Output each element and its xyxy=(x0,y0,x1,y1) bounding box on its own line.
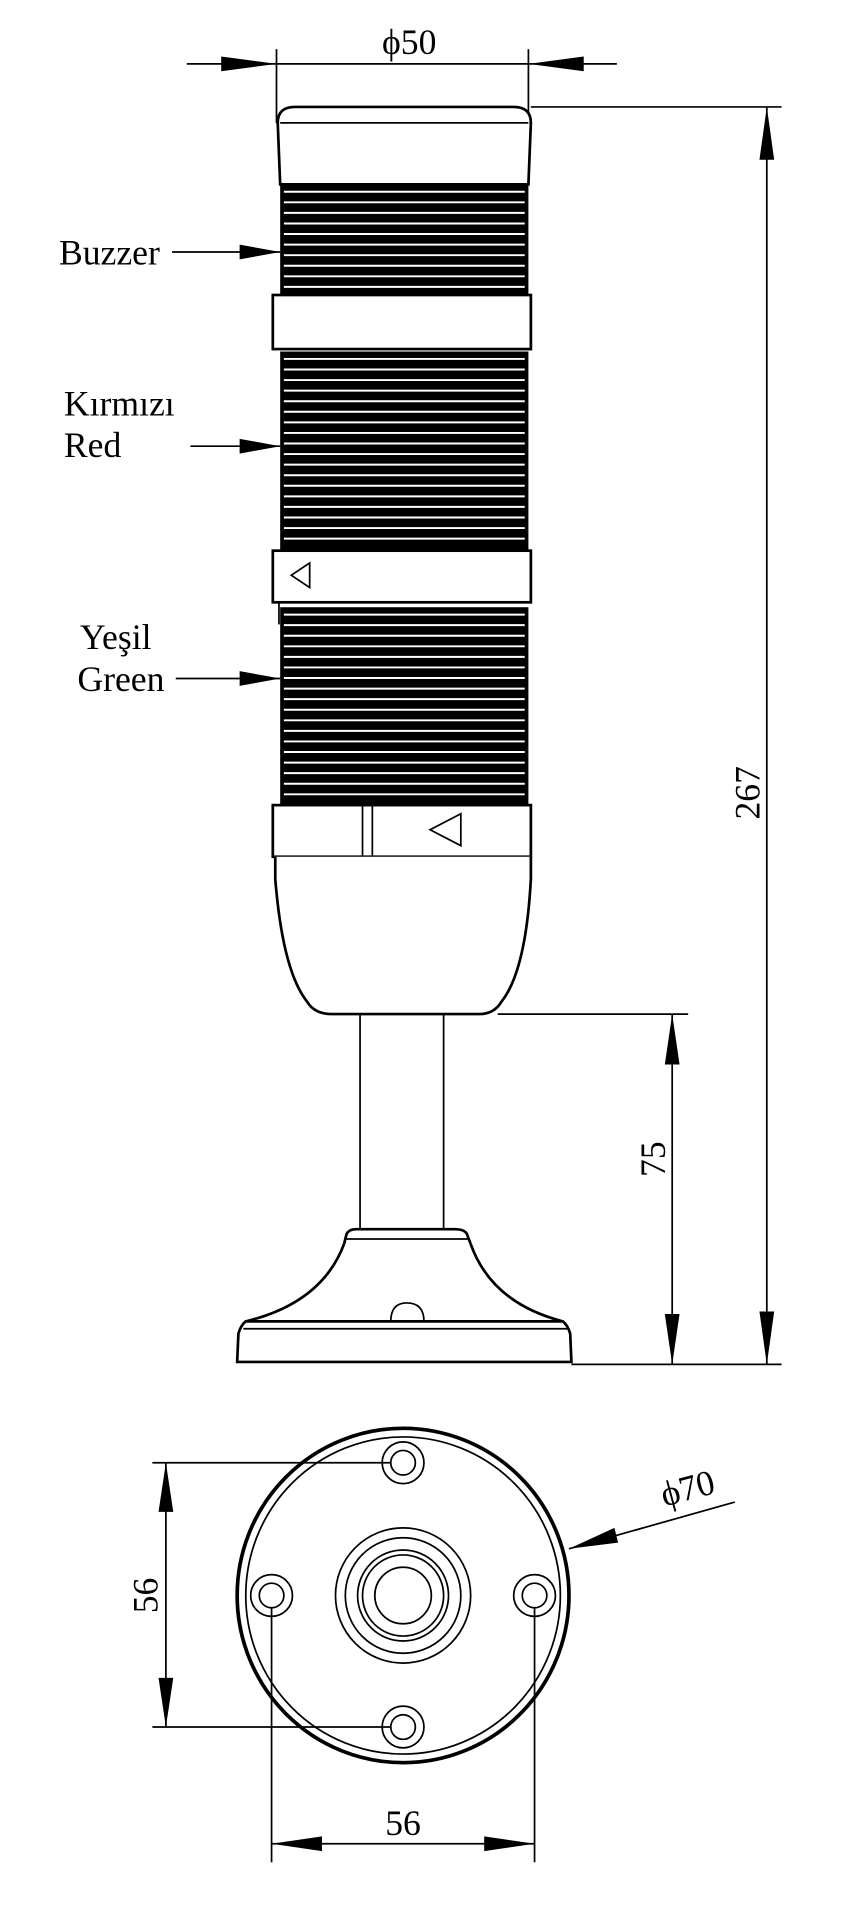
green-module xyxy=(280,607,529,806)
base-diameter-label: ϕ70 xyxy=(656,1462,719,1515)
red-label-tr: Kırmızı xyxy=(64,383,175,423)
red-module xyxy=(280,351,529,551)
base-ring xyxy=(271,803,533,859)
mounting-holes xyxy=(249,1440,557,1749)
red-callout: Kırmızı Red xyxy=(64,383,281,465)
triangle-mark-icon xyxy=(428,812,462,848)
mounting-base xyxy=(235,1227,573,1364)
pole-height-label: 75 xyxy=(633,1141,673,1177)
ring-2 xyxy=(271,549,533,604)
triangle-mark-icon xyxy=(289,561,311,590)
total-height-label: 267 xyxy=(727,766,767,819)
green-label-en: Green xyxy=(77,659,164,699)
top-cap xyxy=(276,105,533,186)
hole-spacing-vertical-dimension: 56 xyxy=(125,1461,391,1728)
total-height-dimension: 267 xyxy=(530,106,782,1366)
green-callout: Yeşil Green xyxy=(77,617,281,699)
pole-height-dimension: 75 xyxy=(497,1013,689,1365)
mounting-pole xyxy=(359,1014,445,1232)
ring-1 xyxy=(271,293,533,351)
buzzer-callout: Buzzer xyxy=(59,232,281,272)
lower-body xyxy=(273,856,533,1016)
hole-spacing-vertical-label: 56 xyxy=(125,1578,165,1614)
base-bump xyxy=(389,1302,425,1322)
red-label-en: Red xyxy=(64,425,122,465)
top-diameter-label: ϕ50 xyxy=(382,22,436,62)
hole-spacing-horizontal-label: 56 xyxy=(385,1803,421,1843)
buzzer-module xyxy=(280,184,529,296)
top-diameter-dimension: ϕ50 xyxy=(186,22,617,123)
green-label-tr: Yeşil xyxy=(80,617,152,657)
hole-spacing-horizontal-dimension: 56 xyxy=(270,1607,536,1863)
base-bottom-view xyxy=(235,1426,571,1765)
base-diameter-dimension: ϕ70 xyxy=(568,1462,736,1550)
buzzer-label: Buzzer xyxy=(59,232,160,272)
ribbed-modules xyxy=(280,184,529,806)
